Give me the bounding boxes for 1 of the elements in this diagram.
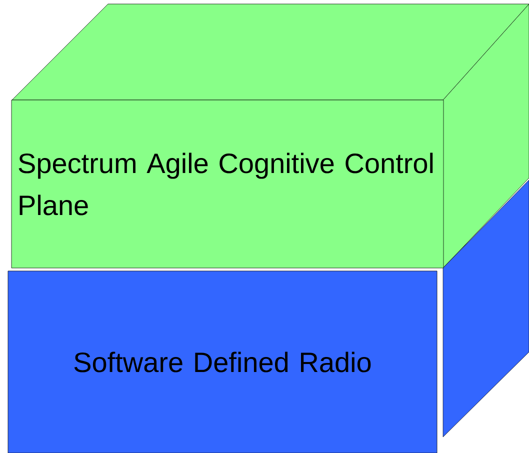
layer-box: Software Defined Radio [8, 270, 438, 453]
